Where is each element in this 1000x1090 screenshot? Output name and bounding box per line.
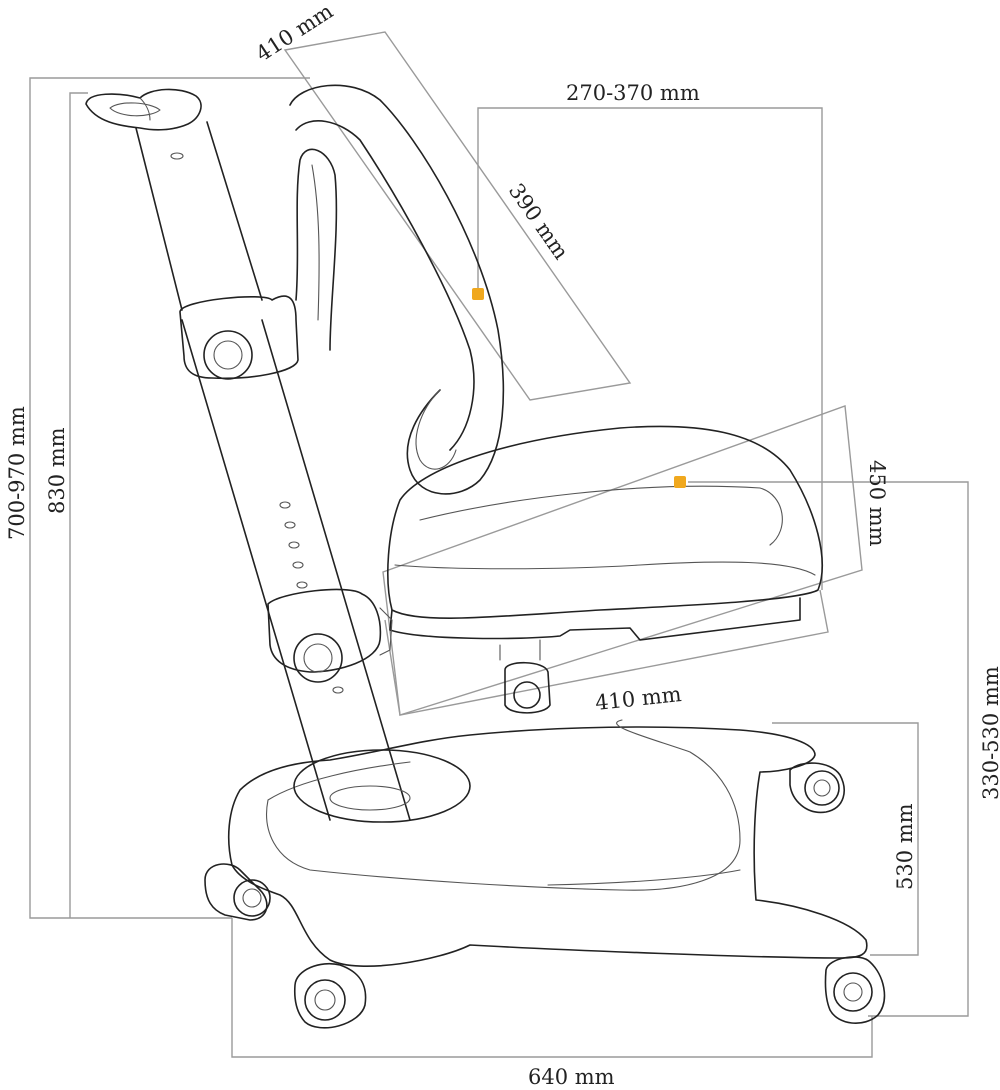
label-base-height: 530 mm [893, 803, 917, 890]
label-backrest-adjust: 270-370 mm [566, 81, 700, 105]
tube-socket [293, 749, 471, 823]
label-backrest-depth: 410 mm [252, 0, 338, 66]
lower-clamp [267, 588, 382, 673]
label-seat-height-range: 330-530 mm [979, 666, 1000, 800]
seat-knob [504, 661, 551, 714]
upper-clamp [179, 295, 299, 380]
tray-top [85, 88, 202, 131]
backrest [289, 84, 505, 495]
column-tube [135, 121, 263, 311]
label-total-height-range: 700-970 mm [5, 406, 29, 540]
casters [204, 762, 886, 1029]
backrest-marker [472, 288, 484, 300]
label-base-length: 640 mm [528, 1065, 615, 1089]
chair-drawing [85, 84, 886, 1029]
base [227, 726, 868, 967]
seat-marker [674, 476, 686, 488]
label-total-height: 830 mm [45, 427, 69, 514]
seat-cushion [387, 425, 824, 620]
label-seat-width: 450 mm [865, 460, 889, 547]
backrest-arm [295, 148, 338, 351]
label-seat-depth: 410 mm [594, 682, 683, 715]
seat-pan [389, 597, 801, 641]
dimension-lines [29, 31, 969, 1058]
